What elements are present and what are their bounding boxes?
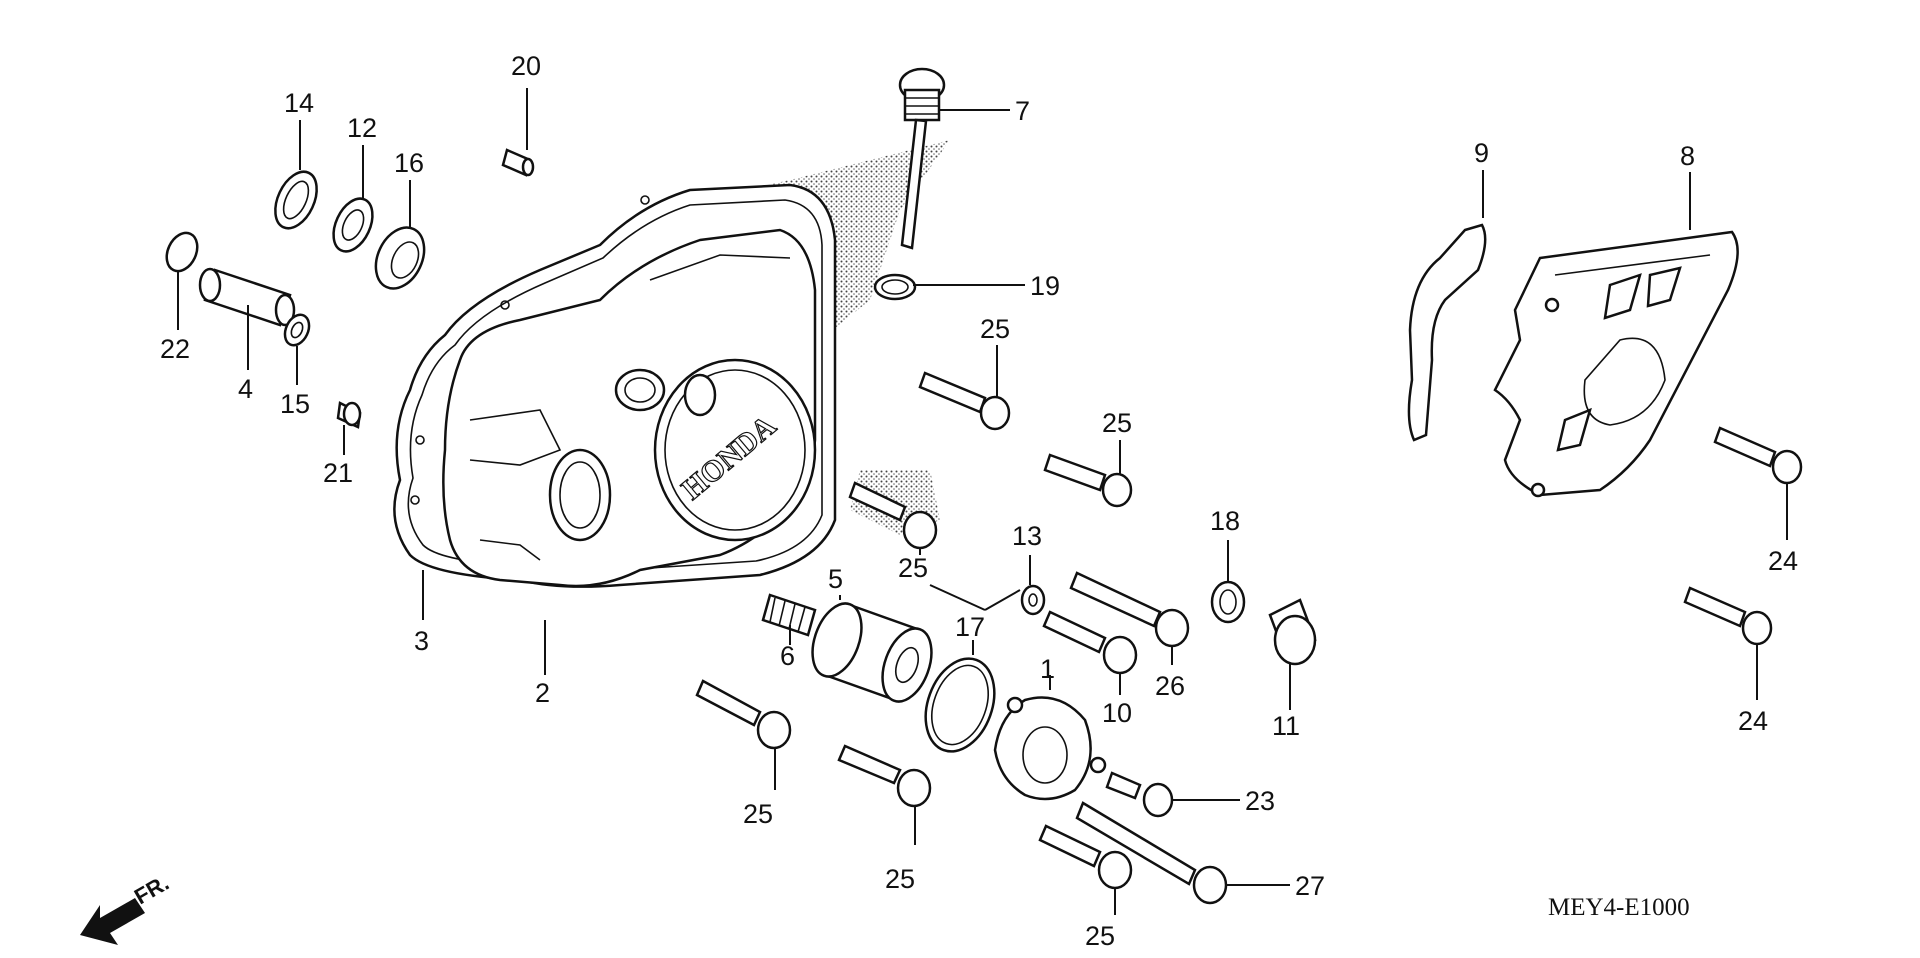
callout-12: 12	[347, 113, 377, 143]
callout-4: 4	[238, 374, 253, 404]
o-ring	[873, 273, 917, 301]
bolt	[918, 371, 1011, 431]
callout-11: 11	[1272, 711, 1300, 741]
callout-6: 6	[780, 641, 795, 671]
callout-25-a: 25	[980, 314, 1010, 344]
bolt	[695, 679, 792, 750]
callout-7: 7	[1015, 96, 1030, 126]
collar-21	[336, 401, 362, 429]
callout-1: 1	[1040, 654, 1055, 684]
callout-8: 8	[1680, 141, 1695, 171]
oil-filter-5	[811, 602, 933, 703]
washer-12	[332, 197, 374, 253]
leader-lines	[177, 88, 1788, 915]
bolt	[1683, 586, 1773, 646]
guard-gasket	[1407, 223, 1487, 442]
callout-24-a: 24	[1768, 546, 1798, 576]
callout-25-b: 25	[1102, 408, 1132, 438]
callout-25-d: 25	[743, 799, 773, 829]
drain-plug-11	[1268, 598, 1317, 666]
callout-21: 21	[323, 458, 353, 488]
callout-20: 20	[511, 51, 541, 81]
washer-15	[283, 313, 311, 347]
circlip-14	[274, 170, 318, 230]
bolt	[1069, 571, 1190, 648]
callout-24-b: 24	[1738, 706, 1768, 736]
callout-23: 23	[1245, 786, 1275, 816]
snap-ring-22	[165, 231, 199, 273]
callout-26: 26	[1155, 671, 1185, 701]
callout-17: 17	[955, 612, 985, 642]
collar-20	[501, 148, 535, 177]
callout-22: 22	[160, 334, 190, 364]
bolt	[1713, 426, 1803, 485]
callout-13: 13	[1012, 521, 1042, 551]
callout-25-f: 25	[1085, 921, 1115, 951]
oil-filler-cap	[898, 67, 946, 250]
callout-16: 16	[394, 148, 424, 178]
diagram-code: MEY4-E1000	[1548, 894, 1690, 921]
callout-2: 2	[535, 678, 550, 708]
sprocket-guard	[1493, 230, 1739, 498]
bolt	[837, 744, 932, 808]
bolts	[695, 371, 1803, 905]
washer-13	[1020, 584, 1046, 616]
callout-25-c: 25	[898, 553, 928, 583]
o-ring-17	[924, 657, 996, 753]
left-crankcase-cover: HONDA	[442, 228, 817, 588]
callout-19: 19	[1030, 271, 1060, 301]
callout-14: 14	[284, 88, 314, 118]
bolt	[1043, 453, 1133, 508]
bearing-16	[374, 226, 426, 290]
shaft-4	[198, 267, 296, 327]
callout-25-e: 25	[885, 864, 915, 894]
callouts: 7 19 14 12 16 20 22 4 15 21 3 2 5 6 13 1…	[160, 51, 1798, 951]
washer-18	[1210, 580, 1246, 624]
callout-18: 18	[1210, 506, 1240, 536]
filter-cover-1	[993, 696, 1107, 801]
callout-27: 27	[1295, 871, 1325, 901]
callout-9: 9	[1474, 138, 1489, 168]
spring-6	[761, 593, 817, 637]
callout-10: 10	[1102, 698, 1132, 728]
bolt	[1042, 610, 1138, 675]
callout-15: 15	[280, 389, 310, 419]
callout-3: 3	[414, 626, 429, 656]
callout-5: 5	[828, 564, 843, 594]
bolt	[1105, 771, 1174, 818]
front-direction-arrow: FR.	[80, 870, 173, 945]
